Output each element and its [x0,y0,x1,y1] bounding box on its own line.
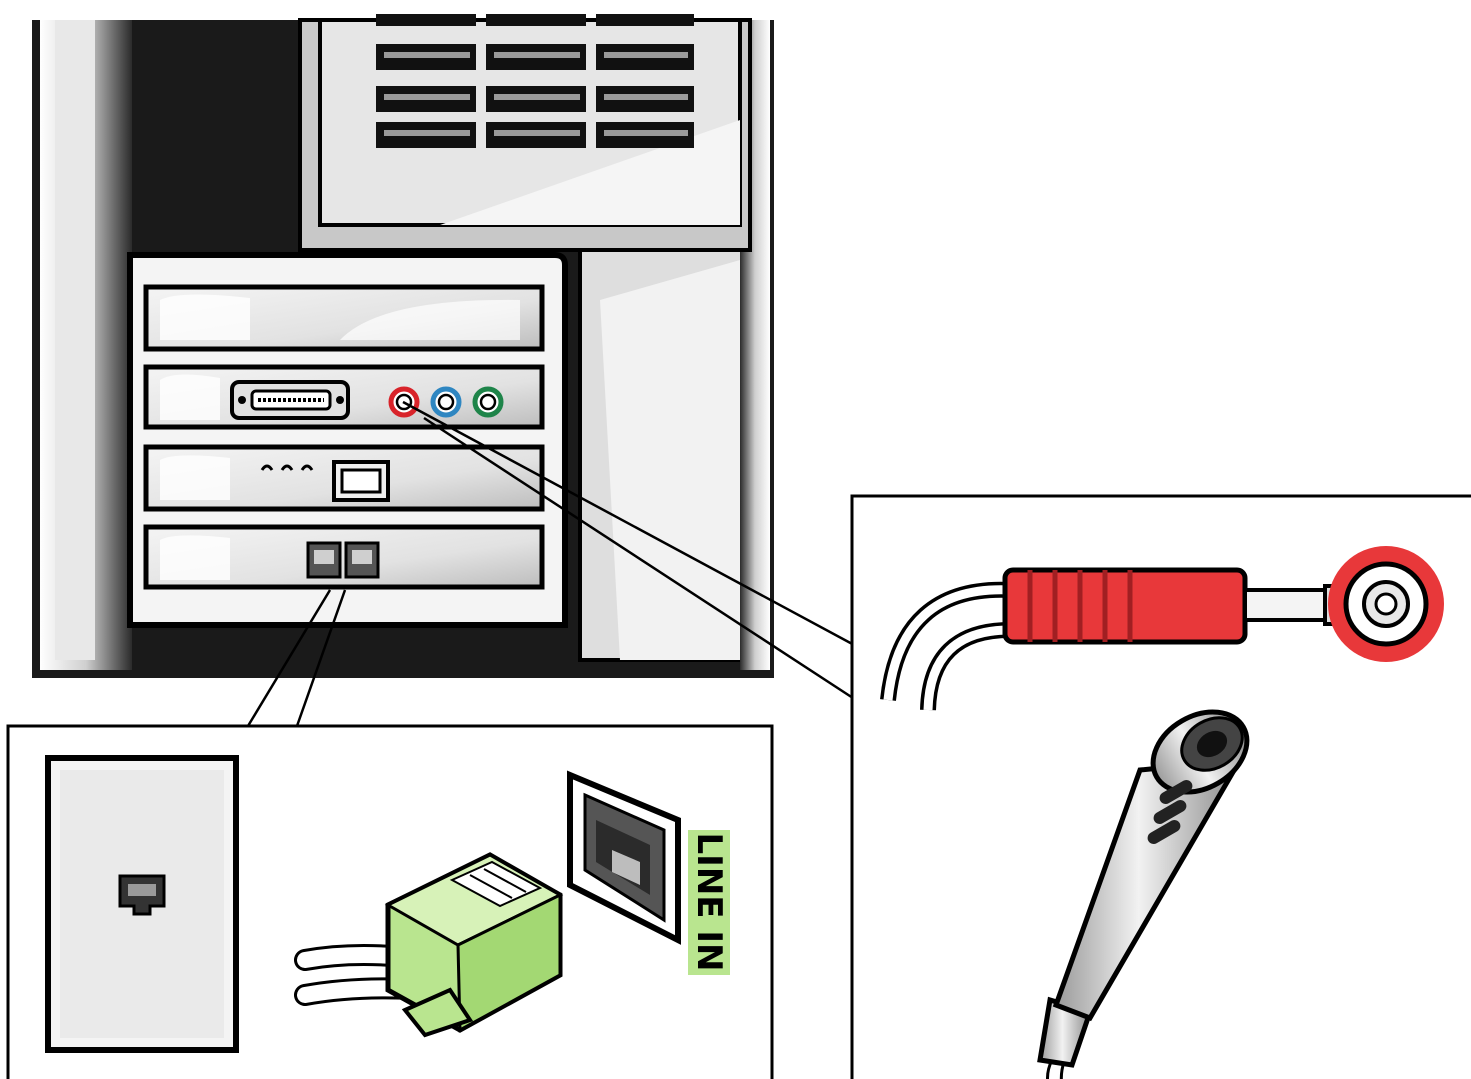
audio-jack-headphone[interactable] [475,389,501,415]
sound-card-slot [146,367,542,427]
modem-line-in-port[interactable] [346,543,378,577]
ethernet-port[interactable] [334,462,388,500]
joystick-midi-port [232,382,348,418]
line-in-label-text: LINE IN [689,833,729,972]
expansion-slot-1 [146,287,542,349]
modem-card-slot [146,527,542,587]
audio-jack-line-out[interactable] [433,389,459,415]
phone-line-callout: LINE IN [8,726,772,1079]
line-in-jack-closeup[interactable] [1328,546,1444,662]
line-in-label: LINE IN [688,830,730,975]
telephone-wall-jack [48,758,236,1050]
modem-phone-port[interactable] [308,543,340,577]
microphone-callout [852,496,1471,1079]
computer-back-panel [32,14,774,678]
